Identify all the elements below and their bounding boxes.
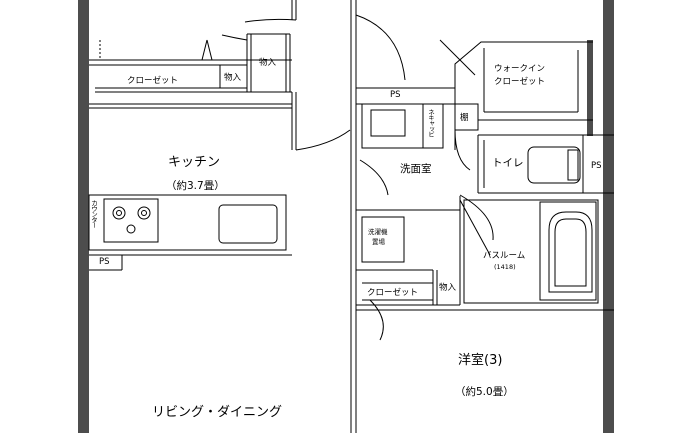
ps-kitchen-label: PS (99, 257, 110, 267)
room-kitchen: キッチン (168, 155, 221, 170)
room-western3-area: （約5.0畳） (455, 386, 514, 398)
ps-toilet-label: PS (591, 161, 602, 171)
room-toilet: トイレ (492, 157, 524, 169)
interior-walls (88, 0, 614, 433)
kettle-label: ネキャッビ (426, 109, 435, 137)
left-exterior-wall (78, 0, 89, 433)
wic-label-2: クローゼット (494, 77, 546, 87)
room-western3: 洋室(3) (458, 353, 503, 368)
outer-walls (78, 0, 614, 433)
washer-label-2: 置場 (372, 238, 385, 246)
storage-a-label: 物入 (224, 73, 242, 83)
wic-right-wall (587, 40, 593, 136)
ps-wash-label: PS (390, 90, 401, 100)
shelf-label: 棚 (460, 113, 469, 123)
right-exterior-wall (603, 0, 614, 433)
room-bathroom: バスルーム (483, 251, 526, 261)
stove-burners (112, 206, 151, 234)
room-ldk: リビング・ダイニング (152, 405, 283, 420)
storage-b-label: 物入 (259, 58, 277, 68)
bath-size: (1418) (494, 263, 516, 271)
closet-top-label: クローゼット (127, 76, 179, 86)
counter-label: カウンター (89, 200, 98, 228)
closet-mid-label: クローゼット (367, 288, 419, 298)
storage-c-label: 物入 (439, 283, 457, 293)
room-kitchen-area: （約3.7畳） (166, 180, 225, 192)
wic-label-1: ウォークイン (494, 64, 546, 74)
washer-label-1: 洗濯機 (368, 228, 388, 236)
room-washroom: 洗面室 (400, 163, 432, 175)
